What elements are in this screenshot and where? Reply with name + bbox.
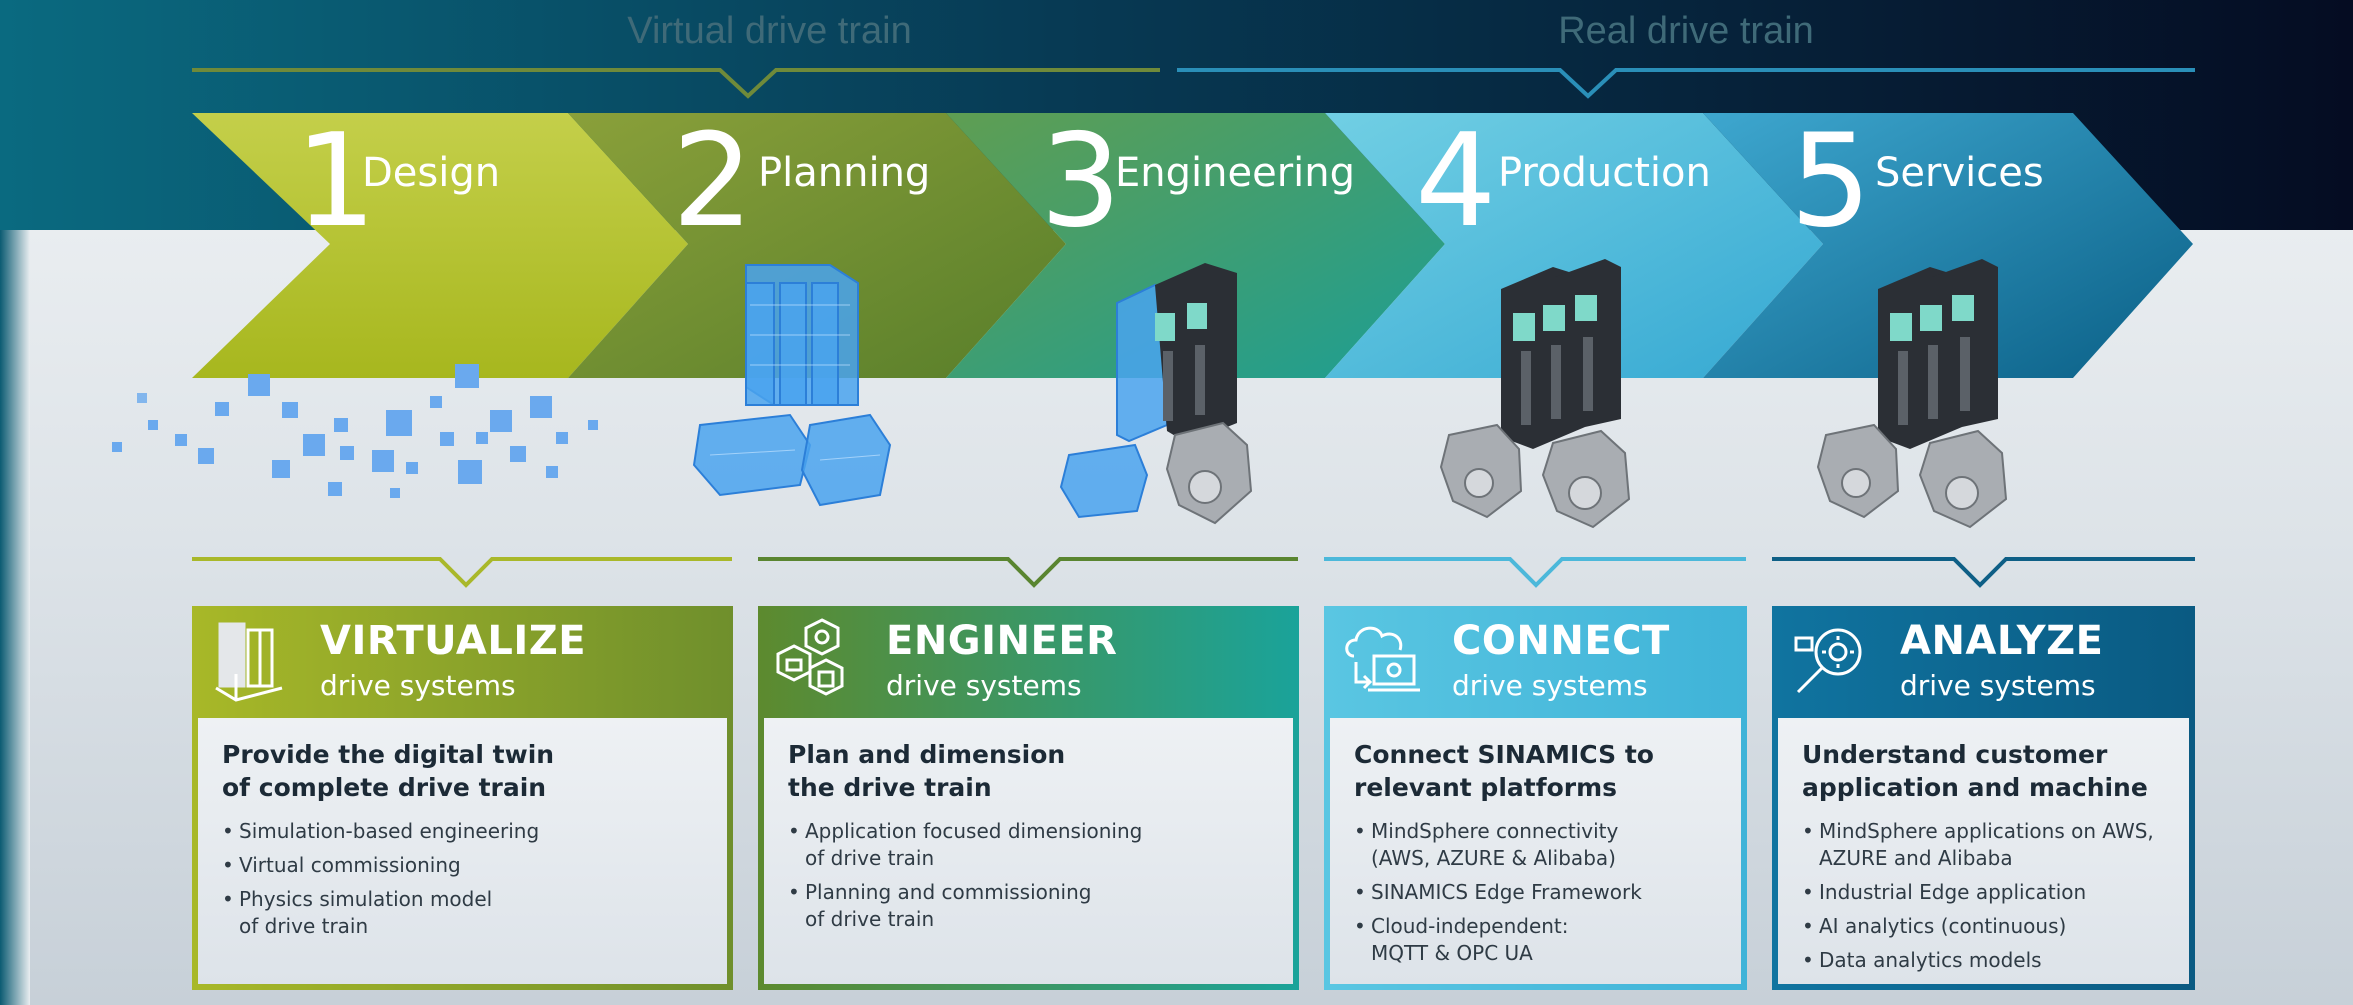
list-item: Physics simulation model of drive train [222,886,539,940]
list-item: Virtual commissioning [222,852,539,879]
card-virtualize-heading: Provide the digital twin of complete dri… [222,740,555,802]
step-3-label: Engineering [1115,150,1355,196]
list-item: Cloud-independent: MQTT & OPC UA [1354,913,1642,967]
card-analyze-subtitle: drive systems [1900,669,2096,702]
card-engineer-title: ENGINEER [886,618,1118,664]
card-engineer-heading: Plan and dimension the drive train [788,740,1066,802]
card-brackets [192,557,2195,588]
step-1-number: 1 [295,107,377,256]
card-virtualize-list: Simulation-based engineering Virtual com… [222,818,539,947]
list-item: Simulation-based engineering [222,818,539,845]
list-item: Industrial Edge application [1802,879,2154,906]
card-analyze: ANALYZE drive systems Understand custome… [1772,606,2195,990]
phase-real-bracket [1177,68,2195,99]
step-4-label: Production [1498,150,1711,196]
phase-virtual-bracket [192,68,1160,99]
bracket-engineer [758,557,1298,588]
wireframe-drive-illustration [692,264,892,507]
step-3-number: 3 [1040,107,1122,256]
phase-virtual-label: Virtual drive train [627,10,912,52]
gears-icon [776,618,844,696]
cloud-laptop-icon [1345,626,1420,692]
chevron-5 [1703,113,2193,378]
bracket-virtualize [192,557,732,588]
real-drive-illustration-services [1816,259,2008,529]
card-analyze-heading: Understand customer application and mach… [1802,740,2148,802]
card-engineer-header: ENGINEER drive systems [758,606,1299,718]
bracket-analyze [1772,557,2195,588]
card-engineer-body: Plan and dimension the drive train Appli… [764,718,1293,984]
card-connect-heading: Connect SINAMICS to relevant platforms [1354,740,1654,802]
card-virtualize-body: Provide the digital twin of complete dri… [198,718,727,984]
list-item: Planning and commissioning of drive trai… [788,879,1142,933]
list-item: Data analytics models [1802,947,2154,974]
card-virtualize-subtitle: drive systems [320,669,516,702]
phase-real-label: Real drive train [1558,10,1814,52]
chevron-3 [946,113,1445,378]
list-item: Application focused dimensioning of driv… [788,818,1142,872]
card-connect-body: Connect SINAMICS to relevant platforms M… [1330,718,1741,984]
card-connect-list: MindSphere connectivity (AWS, AZURE & Al… [1354,818,1642,974]
step-2-number: 2 [672,107,754,256]
card-virtualize: VIRTUALIZE drive systems Provide the dig… [192,606,733,990]
card-analyze-body: Understand customer application and mach… [1778,718,2189,984]
card-engineer: ENGINEER drive systems Plan and dimensio… [758,606,1299,990]
chevron-4 [1325,113,1823,378]
card-engineer-subtitle: drive systems [886,669,1082,702]
card-connect: CONNECT drive systems Connect SINAMICS t… [1324,606,1747,990]
step-1-label: Design [362,150,501,196]
card-analyze-header: ANALYZE drive systems [1772,606,2195,718]
card-connect-header: CONNECT drive systems [1324,606,1747,718]
left-fade [0,230,30,1005]
list-item: AI analytics (continuous) [1802,913,2154,940]
card-connect-title: CONNECT [1452,618,1670,664]
step-2-label: Planning [758,150,931,196]
magnifier-gear-icon [1794,628,1862,694]
list-item: MindSphere connectivity (AWS, AZURE & Al… [1354,818,1642,872]
phase-brackets [192,68,2195,99]
chevron-2 [568,113,1066,378]
card-analyze-title: ANALYZE [1900,618,2104,664]
card-connect-subtitle: drive systems [1452,669,1648,702]
list-item: MindSphere applications on AWS, AZURE an… [1802,818,2154,872]
bracket-connect [1324,557,1746,588]
list-item: SINAMICS Edge Framework [1354,879,1642,906]
real-drive-illustration-production [1439,259,1631,529]
card-virtualize-title: VIRTUALIZE [320,618,587,664]
card-engineer-list: Application focused dimensioning of driv… [788,818,1142,940]
card-analyze-list: MindSphere applications on AWS, AZURE an… [1802,818,2154,981]
process-chevrons [192,113,2193,378]
card-virtualize-header: VIRTUALIZE drive systems [192,606,733,718]
cabinet-icon [215,622,283,702]
step-5-number: 5 [1790,107,1872,256]
half-virtual-drive-illustration [1059,263,1253,525]
step-5-label: Services [1875,150,2044,196]
chevron-1 [192,113,688,378]
step-4-number: 4 [1415,107,1497,256]
